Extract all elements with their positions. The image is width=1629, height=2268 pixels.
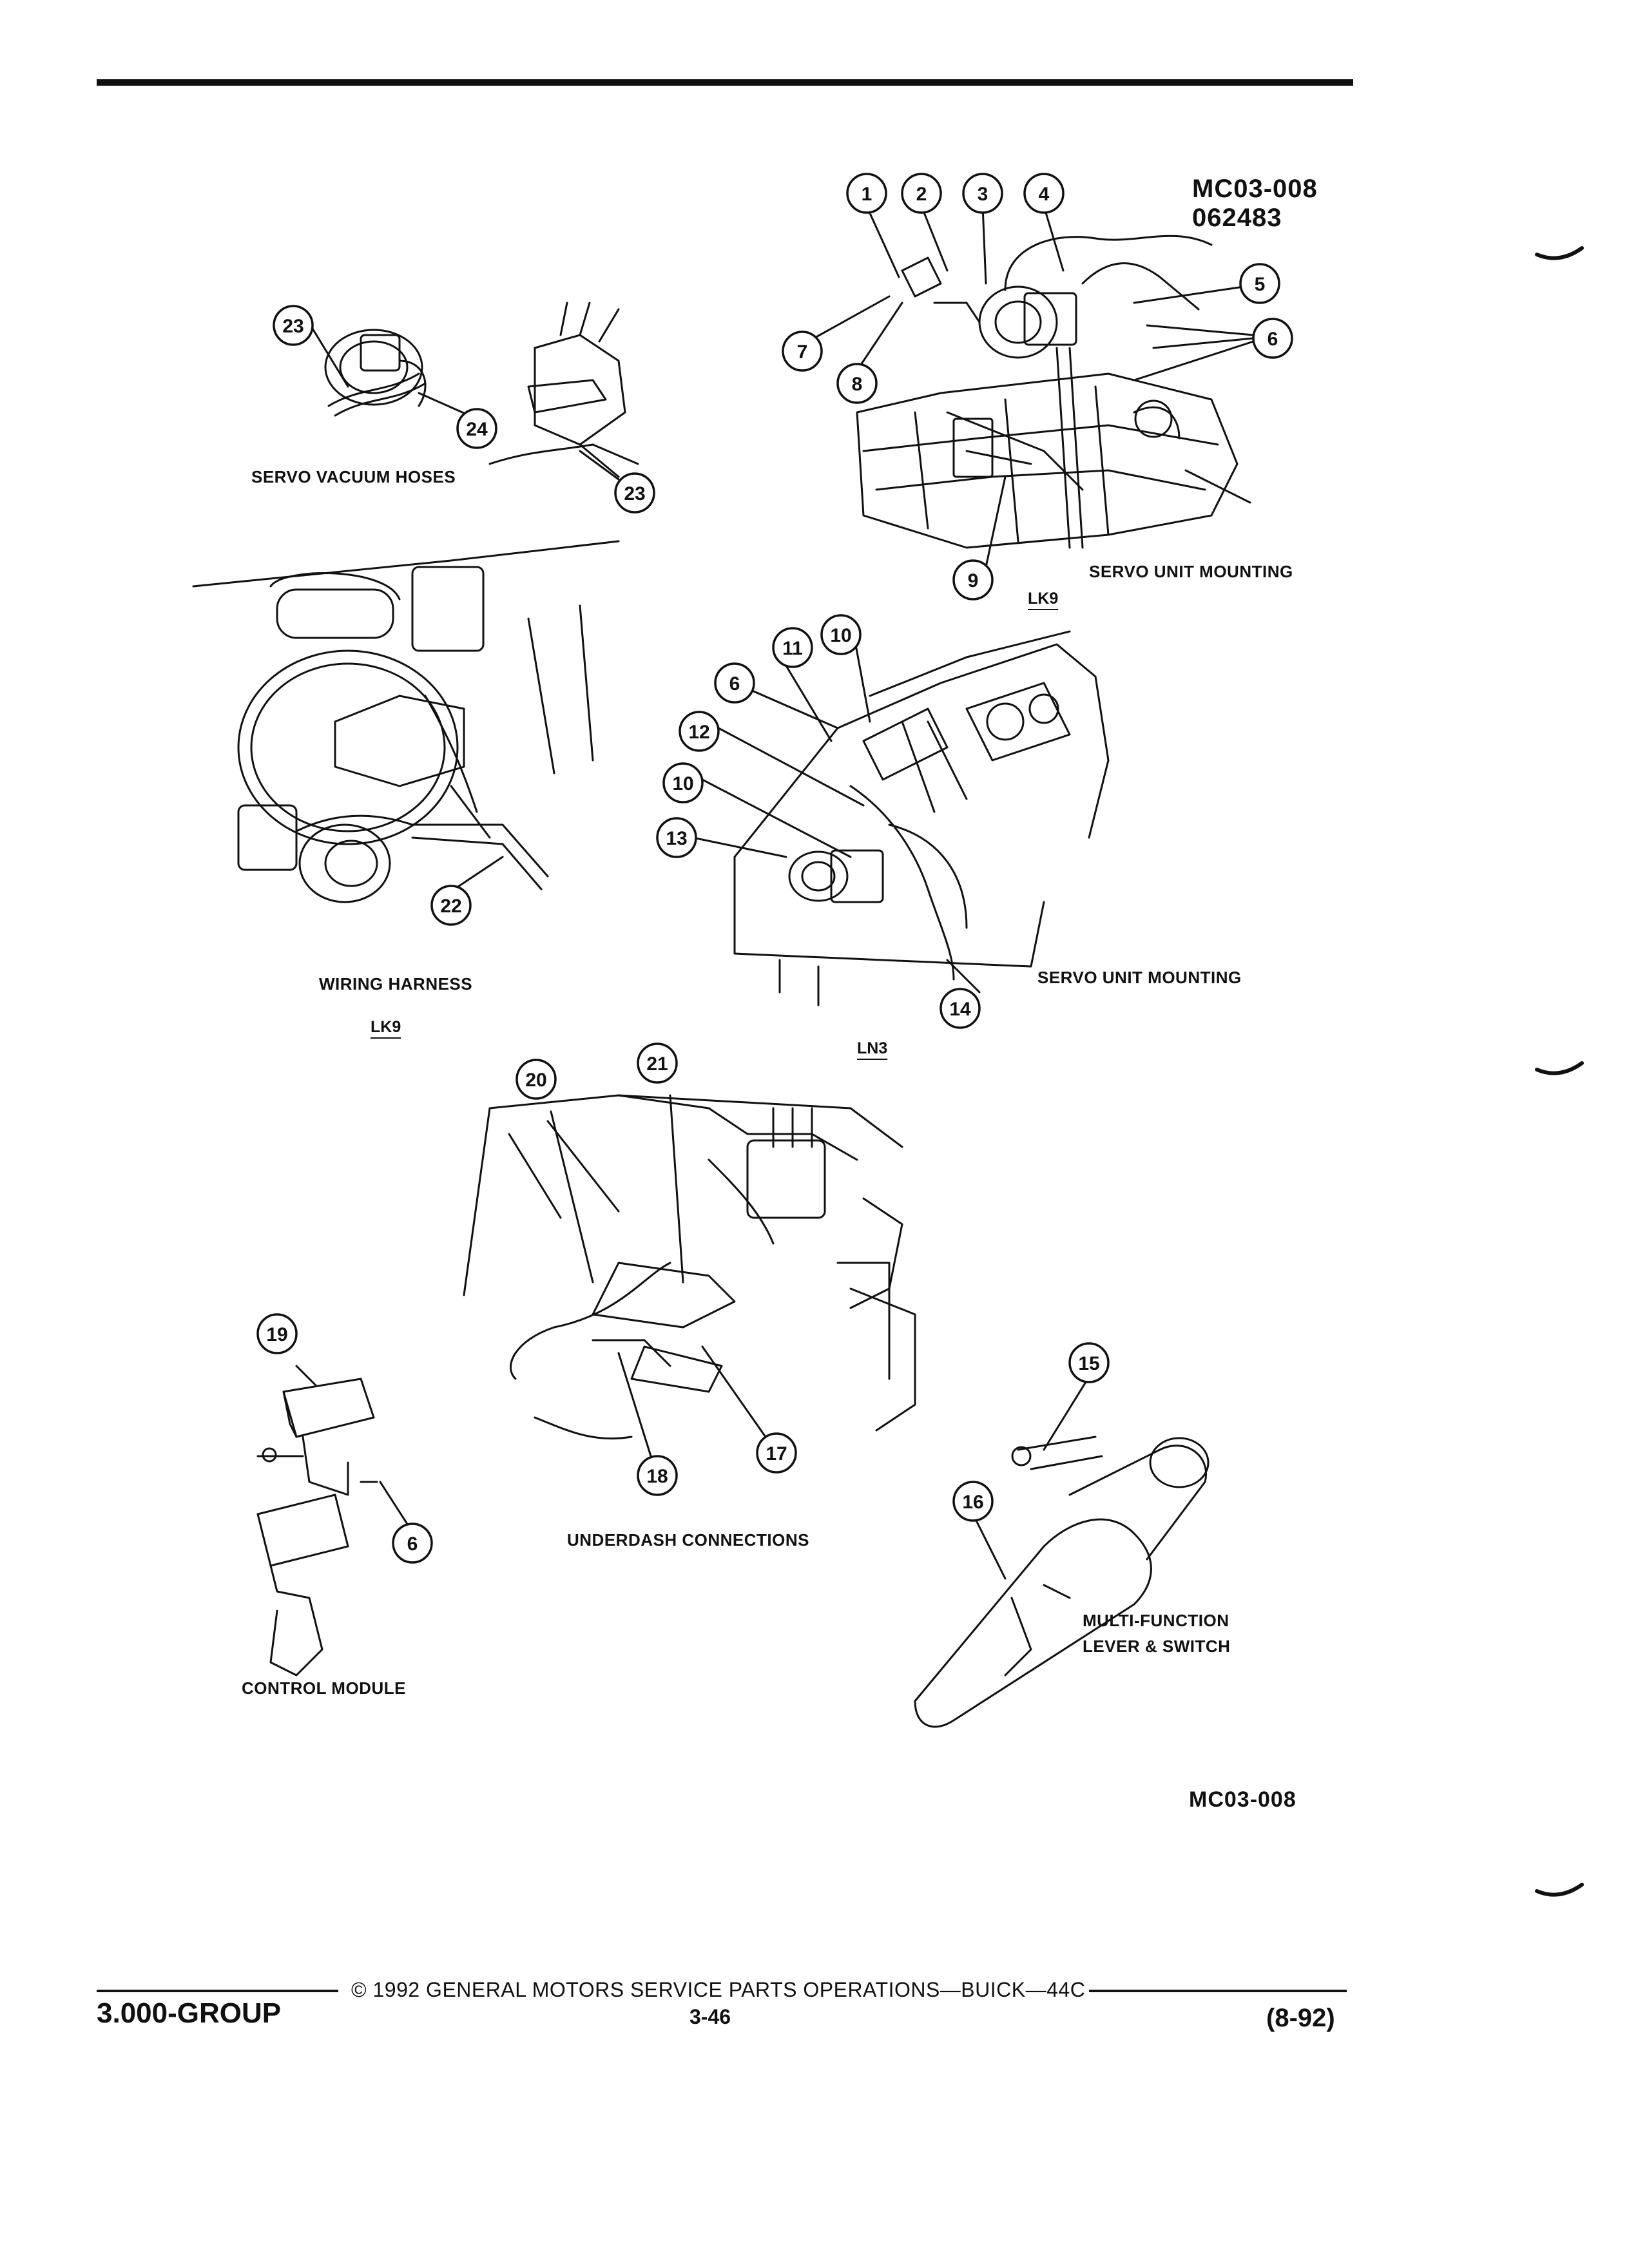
callout-23b: 23 bbox=[624, 483, 645, 505]
callout-11: 11 bbox=[782, 638, 803, 659]
caption-servo-unit-mounting-top: SERVO UNIT MOUNTING bbox=[1089, 562, 1293, 581]
multi-function-lever-drawing bbox=[914, 1436, 1210, 1728]
engine-label-top: LK9 bbox=[1028, 590, 1059, 608]
callout-circles bbox=[256, 173, 1293, 1564]
caption-multi-function-line2: LEVER & SWITCH bbox=[1083, 1637, 1231, 1656]
caption-wiring-harness: WIRING HARNESS bbox=[319, 974, 473, 994]
callout-16: 16 bbox=[962, 1492, 983, 1513]
caption-multi-function-line1: MULTI-FUNCTION bbox=[1083, 1611, 1229, 1630]
callout-21: 21 bbox=[646, 1053, 668, 1075]
caption-underdash-connections: UNDERDASH CONNECTIONS bbox=[567, 1530, 809, 1550]
callout-19: 19 bbox=[266, 1324, 287, 1345]
wiring-harness-drawing bbox=[192, 540, 620, 903]
callout-20: 20 bbox=[525, 1070, 546, 1091]
footer-page-number: 3-46 bbox=[689, 2005, 731, 2028]
callout-12: 12 bbox=[688, 722, 709, 743]
servo-unit-mounting-lk9-drawing bbox=[856, 235, 1251, 549]
callout-10a: 10 bbox=[830, 625, 851, 646]
callout-10b: 10 bbox=[672, 773, 693, 794]
callout-7: 7 bbox=[797, 341, 808, 363]
footer-date: (8-92) bbox=[1266, 2004, 1335, 2032]
callout-14: 14 bbox=[949, 999, 971, 1020]
callout-2: 2 bbox=[916, 184, 927, 205]
bottom-figure-id: MC03-008 bbox=[1189, 1787, 1296, 1812]
engine-label-middle: LN3 bbox=[857, 1039, 888, 1057]
footer-rule-right bbox=[1089, 1990, 1347, 1992]
servo-unit-mounting-ln3-drawing bbox=[733, 630, 1110, 1006]
binding-marks bbox=[1535, 246, 1584, 1897]
callout-18: 18 bbox=[646, 1466, 668, 1487]
callout-9: 9 bbox=[968, 570, 979, 591]
callout-numbers: 1 2 3 4 5 6 7 8 9 10 11 6 12 10 13 14 15… bbox=[266, 184, 1278, 1555]
servo-vacuum-hoses-drawing bbox=[324, 302, 639, 478]
callout-1: 1 bbox=[862, 184, 872, 205]
callout-15: 15 bbox=[1078, 1353, 1099, 1374]
caption-servo-vacuum-hoses: SERVO VACUUM HOSES bbox=[251, 467, 456, 486]
callout-4: 4 bbox=[1039, 184, 1050, 205]
callout-5: 5 bbox=[1255, 274, 1266, 295]
callout-6b: 6 bbox=[729, 673, 740, 695]
footer-group: 3.000-GROUP bbox=[97, 1997, 282, 2029]
callout-6c: 6 bbox=[407, 1533, 418, 1555]
callout-3: 3 bbox=[978, 184, 988, 205]
callout-24: 24 bbox=[466, 419, 488, 440]
callout-17: 17 bbox=[766, 1443, 787, 1465]
callout-22: 22 bbox=[440, 896, 461, 917]
callout-13: 13 bbox=[666, 828, 687, 849]
callout-6a: 6 bbox=[1268, 329, 1278, 350]
engine-label-wiring: LK9 bbox=[371, 1018, 401, 1036]
footer-copyright: © 1992 GENERAL MOTORS SERVICE PARTS OPER… bbox=[351, 1978, 1086, 2001]
top-rule bbox=[97, 79, 1353, 86]
underdash-connections-drawing bbox=[463, 1094, 916, 1440]
callout-23a: 23 bbox=[282, 316, 304, 337]
figure-id-number: 062483 bbox=[1192, 204, 1282, 232]
control-module-drawing bbox=[256, 1378, 378, 1677]
callout-8: 8 bbox=[852, 374, 863, 395]
footer-rule-left bbox=[97, 1990, 338, 1992]
caption-control-module: CONTROL MODULE bbox=[242, 1678, 406, 1698]
figure-id-code: MC03-008 bbox=[1192, 175, 1318, 203]
leader-lines bbox=[295, 205, 1255, 1580]
caption-servo-unit-mounting-mid: SERVO UNIT MOUNTING bbox=[1037, 968, 1242, 987]
